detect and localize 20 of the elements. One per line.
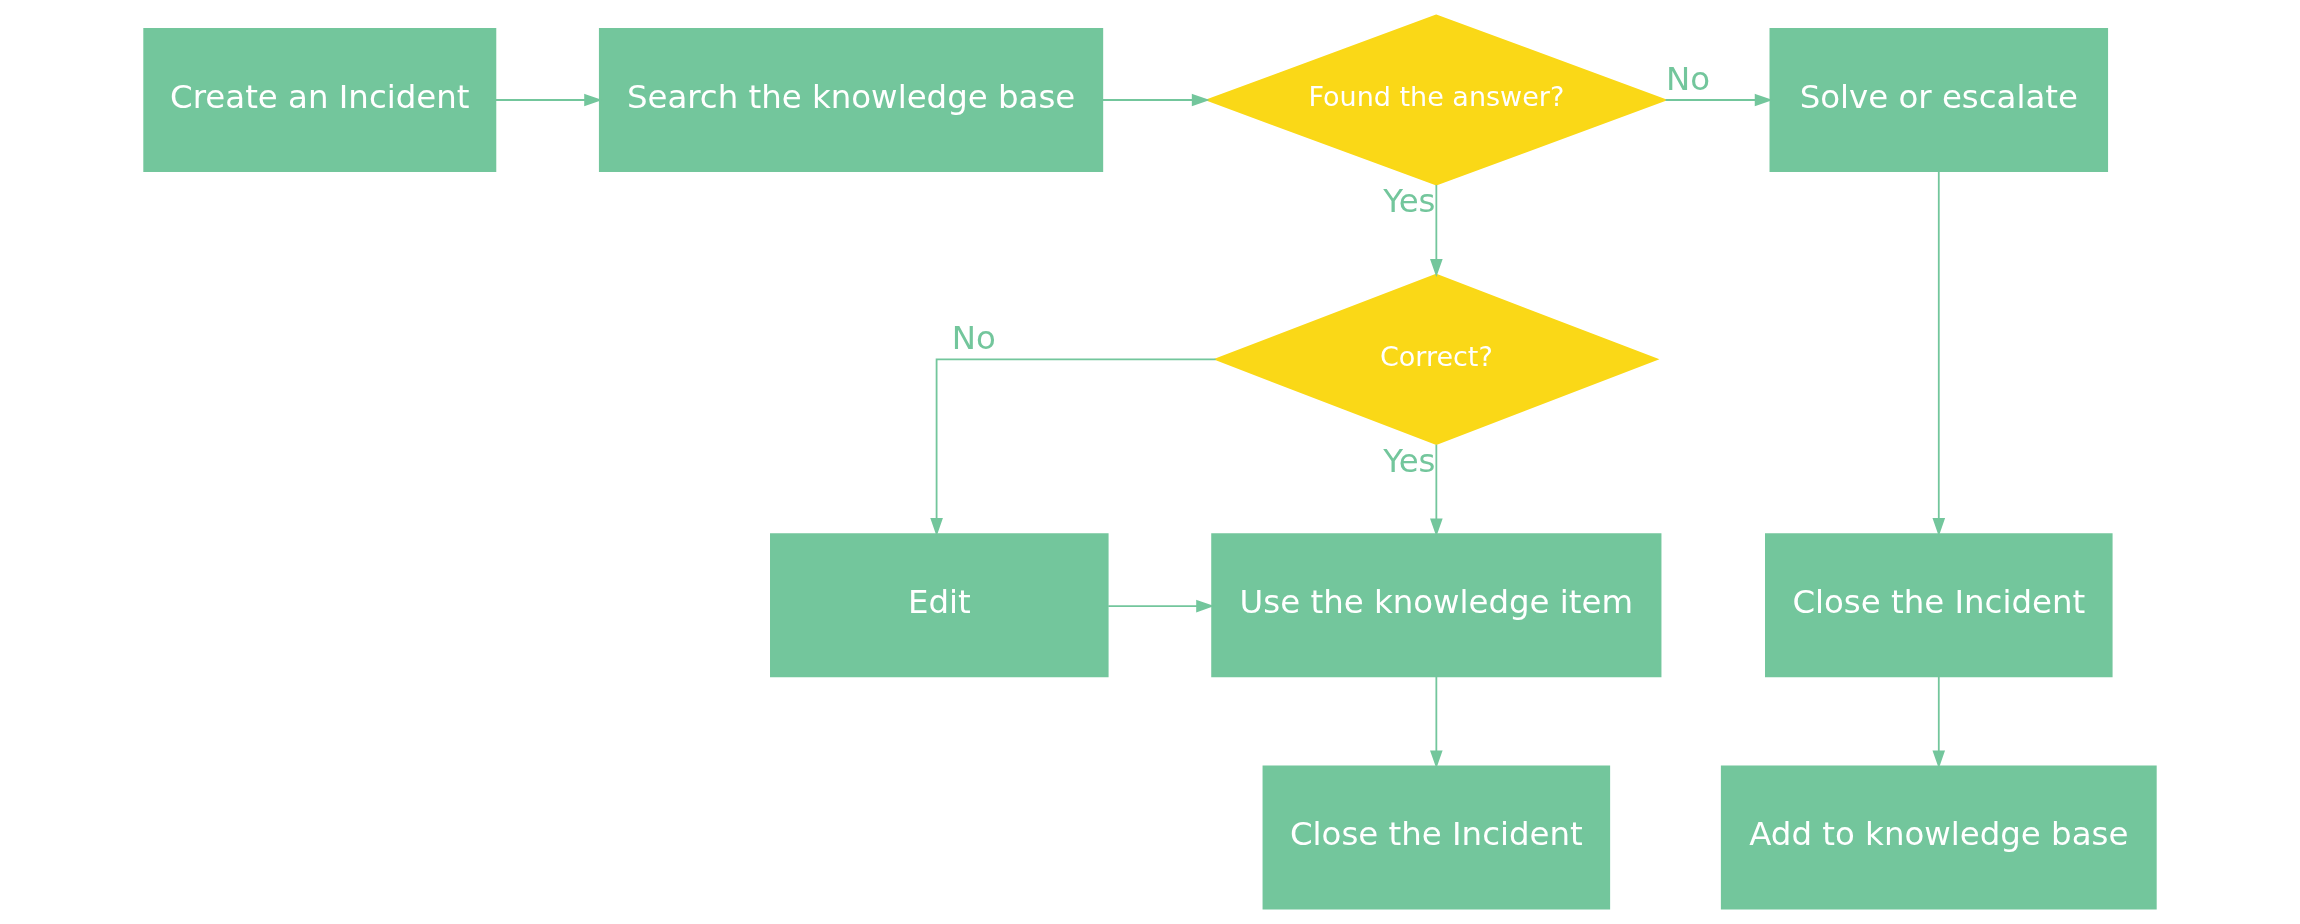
arrow <box>930 358 1217 537</box>
node-box: Edit <box>770 533 1109 678</box>
node-box: Close the Incident <box>1765 533 2113 678</box>
node-box: Search the knowledge base <box>598 28 1104 173</box>
node-box: Create an Incident <box>143 28 497 173</box>
arrow <box>1430 675 1443 769</box>
node-diamond: Correct? <box>1213 273 1660 445</box>
arrow <box>1101 93 1210 107</box>
arrow <box>1107 599 1215 613</box>
edge-label: No <box>951 319 996 358</box>
arrow <box>1664 93 1773 107</box>
arrow <box>1430 184 1443 277</box>
node-box: Solve or escalate <box>1769 28 2109 173</box>
arrow <box>1932 170 1946 537</box>
arrow <box>1932 675 1946 769</box>
node-box: Add to knowledge base <box>1720 765 2157 910</box>
node-box: Close the Incident <box>1262 765 1611 910</box>
edge-label: No <box>1666 59 1711 98</box>
node-box: Use the knowledge item <box>1211 533 1662 678</box>
arrow <box>1430 443 1443 537</box>
